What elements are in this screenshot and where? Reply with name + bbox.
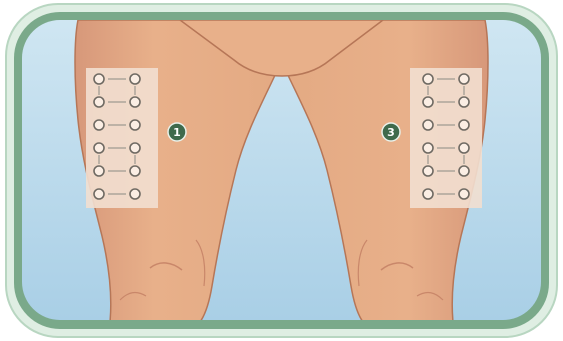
zone-badge-right: 3 — [382, 123, 400, 141]
site-dot — [130, 189, 140, 199]
site-dot — [459, 189, 469, 199]
site-dot — [94, 189, 104, 199]
site-dot — [459, 120, 469, 130]
site-dot — [130, 120, 140, 130]
site-dot — [459, 166, 469, 176]
site-dot — [94, 74, 104, 84]
site-dot — [423, 97, 433, 107]
site-dot — [423, 120, 433, 130]
site-dot — [423, 189, 433, 199]
site-dot — [94, 166, 104, 176]
site-dot — [459, 74, 469, 84]
zone-label-right: 3 — [387, 126, 395, 139]
site-dot — [94, 120, 104, 130]
site-dot — [459, 97, 469, 107]
site-dot — [130, 166, 140, 176]
site-dot — [423, 143, 433, 153]
site-dot — [130, 97, 140, 107]
site-dot — [130, 74, 140, 84]
left-injection-site-panel — [86, 68, 158, 208]
zone-label-left: 1 — [173, 126, 181, 139]
site-dot — [94, 143, 104, 153]
site-dot — [130, 143, 140, 153]
site-dot — [423, 74, 433, 84]
site-dot — [94, 97, 104, 107]
zone-badge-left: 1 — [168, 123, 186, 141]
site-dot — [459, 143, 469, 153]
site-dot — [423, 166, 433, 176]
right-injection-site-panel — [410, 68, 482, 208]
